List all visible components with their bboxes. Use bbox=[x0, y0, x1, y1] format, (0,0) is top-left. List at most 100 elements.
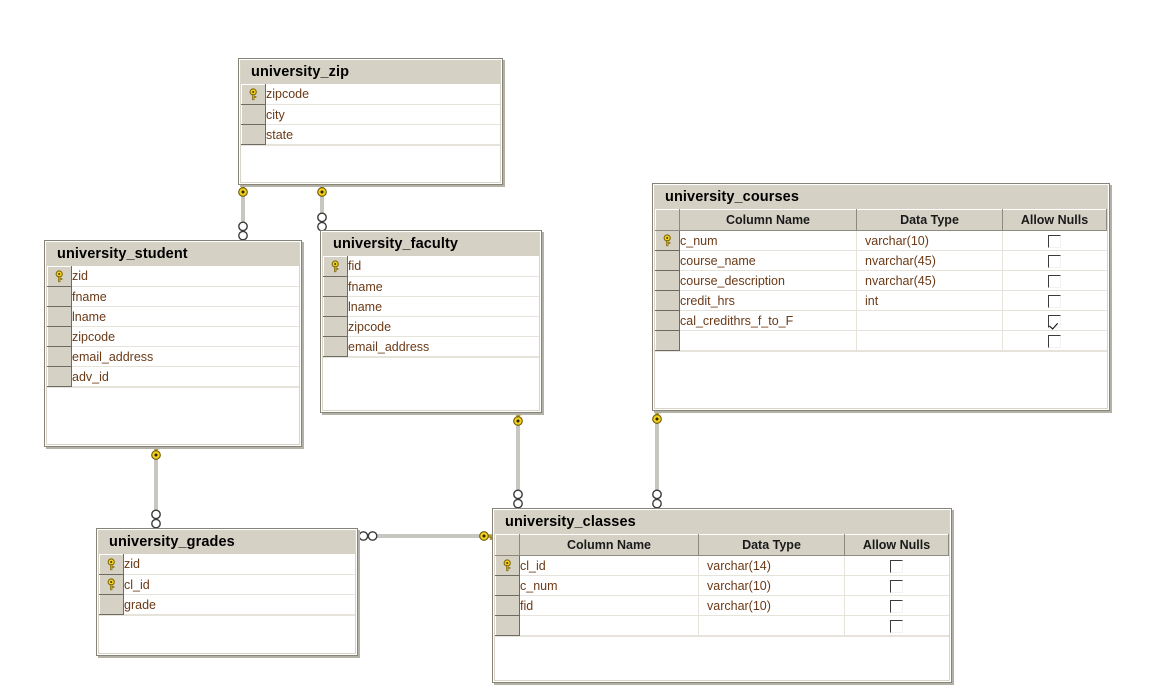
row-selector[interactable] bbox=[655, 290, 680, 311]
data-type-cell[interactable] bbox=[856, 310, 1003, 331]
row-selector[interactable] bbox=[47, 266, 72, 287]
column-row[interactable]: cal_credithrs_f_to_F bbox=[655, 310, 1107, 331]
column-name-cell[interactable]: lname bbox=[71, 306, 299, 327]
data-type-header[interactable]: Data Type bbox=[856, 209, 1003, 231]
column-name-cell[interactable]: state bbox=[265, 124, 500, 145]
row-selector[interactable] bbox=[655, 330, 680, 351]
column-row[interactable]: zipcode bbox=[241, 84, 500, 105]
column-name-cell[interactable]: adv_id bbox=[71, 366, 299, 387]
row-selector[interactable] bbox=[241, 124, 266, 145]
row-selector[interactable] bbox=[655, 250, 680, 271]
allow-nulls-cell[interactable] bbox=[844, 555, 949, 576]
column-name-cell[interactable]: credit_hrs bbox=[679, 290, 857, 311]
column-name-cell[interactable]: cl_id bbox=[123, 574, 355, 595]
column-name-cell[interactable]: cal_credithrs_f_to_F bbox=[679, 310, 857, 331]
column-row[interactable]: fname bbox=[323, 276, 539, 297]
column-name-cell[interactable]: zid bbox=[123, 554, 355, 575]
allow-nulls-checkbox[interactable] bbox=[1048, 234, 1062, 248]
column-row[interactable]: fname bbox=[47, 286, 299, 307]
allow-nulls-cell[interactable] bbox=[1002, 230, 1107, 251]
allow-nulls-cell[interactable] bbox=[1002, 290, 1107, 311]
column-name-cell[interactable]: email_address bbox=[347, 336, 539, 357]
row-selector[interactable] bbox=[241, 104, 266, 125]
table-title[interactable]: university_grades bbox=[99, 531, 355, 554]
column-name-cell[interactable]: course_description bbox=[679, 270, 857, 291]
row-selector[interactable] bbox=[47, 366, 72, 387]
row-selector[interactable] bbox=[495, 555, 520, 576]
allow-nulls-cell[interactable] bbox=[1002, 310, 1107, 331]
column-row[interactable] bbox=[495, 615, 949, 636]
data-type-cell[interactable]: varchar(10) bbox=[698, 575, 845, 596]
column-name-cell[interactable]: grade bbox=[123, 594, 355, 615]
column-name-cell[interactable]: city bbox=[265, 104, 500, 125]
column-row[interactable]: fid bbox=[323, 256, 539, 277]
data-type-cell[interactable]: varchar(14) bbox=[698, 555, 845, 576]
row-selector[interactable] bbox=[323, 256, 348, 277]
column-row[interactable]: cl_id bbox=[99, 574, 355, 595]
column-name-cell[interactable]: fname bbox=[347, 276, 539, 297]
column-name-cell[interactable]: zipcode bbox=[71, 326, 299, 347]
row-selector[interactable] bbox=[241, 84, 266, 105]
data-type-cell[interactable] bbox=[698, 615, 845, 636]
column-name-cell[interactable] bbox=[519, 615, 699, 636]
column-row[interactable]: state bbox=[241, 124, 500, 145]
row-selector[interactable] bbox=[655, 230, 680, 251]
data-type-cell[interactable]: nvarchar(45) bbox=[856, 250, 1003, 271]
column-name-cell[interactable] bbox=[679, 330, 857, 351]
row-selector[interactable] bbox=[495, 575, 520, 596]
column-name-cell[interactable]: zid bbox=[71, 266, 299, 287]
data-type-cell[interactable]: int bbox=[856, 290, 1003, 311]
column-name-cell[interactable]: cl_id bbox=[519, 555, 699, 576]
data-type-cell[interactable] bbox=[856, 330, 1003, 351]
allow-nulls-checkbox[interactable] bbox=[1048, 274, 1062, 288]
allow-nulls-cell[interactable] bbox=[1002, 250, 1107, 271]
column-name-header[interactable]: Column Name bbox=[519, 534, 699, 556]
data-type-cell[interactable]: varchar(10) bbox=[698, 595, 845, 616]
column-row[interactable]: zipcode bbox=[323, 316, 539, 337]
column-row[interactable]: grade bbox=[99, 594, 355, 615]
row-selector[interactable] bbox=[495, 615, 520, 636]
row-selector[interactable] bbox=[323, 276, 348, 297]
allow-nulls-checkbox[interactable] bbox=[1048, 314, 1062, 328]
row-selector[interactable] bbox=[47, 306, 72, 327]
row-selector[interactable] bbox=[99, 574, 124, 595]
allow-nulls-checkbox[interactable] bbox=[1048, 254, 1062, 268]
column-name-cell[interactable]: lname bbox=[347, 296, 539, 317]
table-title[interactable]: university_classes bbox=[495, 511, 949, 534]
column-name-cell[interactable]: fid bbox=[519, 595, 699, 616]
column-name-cell[interactable]: zipcode bbox=[347, 316, 539, 337]
row-selector[interactable] bbox=[655, 310, 680, 331]
column-row[interactable]: city bbox=[241, 104, 500, 125]
data-type-cell[interactable]: varchar(10) bbox=[856, 230, 1003, 251]
row-selector[interactable] bbox=[655, 270, 680, 291]
column-row[interactable]: lname bbox=[323, 296, 539, 317]
column-name-header[interactable]: Column Name bbox=[679, 209, 857, 231]
allow-nulls-checkbox[interactable] bbox=[890, 599, 904, 613]
allow-nulls-checkbox[interactable] bbox=[1048, 294, 1062, 308]
allow-nulls-cell[interactable] bbox=[1002, 330, 1107, 351]
allow-nulls-cell[interactable] bbox=[844, 595, 949, 616]
allow-nulls-checkbox[interactable] bbox=[890, 559, 904, 573]
table-title[interactable]: university_courses bbox=[655, 186, 1107, 209]
column-row[interactable]: email_address bbox=[47, 346, 299, 367]
column-name-cell[interactable]: email_address bbox=[71, 346, 299, 367]
allow-nulls-header[interactable]: Allow Nulls bbox=[844, 534, 949, 556]
row-selector[interactable] bbox=[47, 346, 72, 367]
row-selector[interactable] bbox=[47, 286, 72, 307]
